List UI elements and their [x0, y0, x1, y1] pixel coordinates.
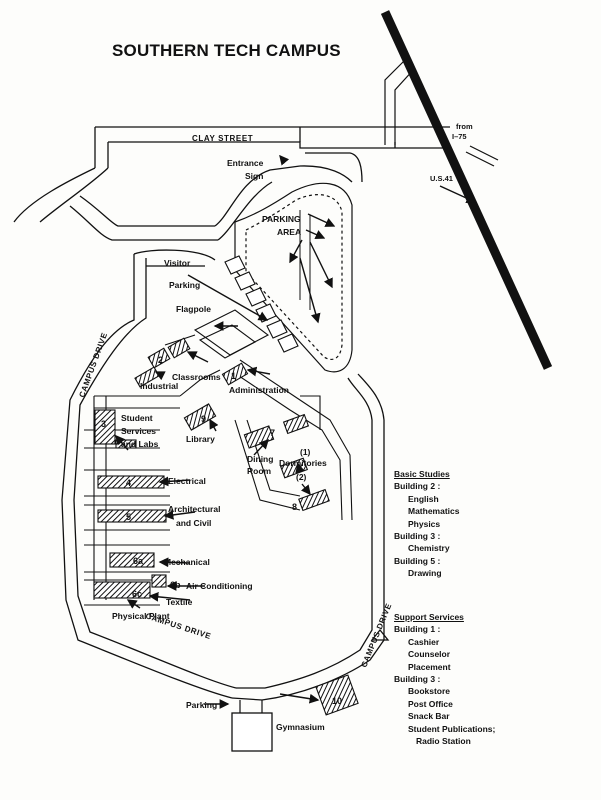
legend-bs-building-3: Building 3 : [394, 531, 441, 542]
textile-label: Textile [166, 597, 193, 607]
air-conditioning-label: Air Conditioning [186, 581, 253, 591]
building-number-1: 1 [231, 371, 236, 381]
industrial-label: Industrial [140, 381, 178, 391]
buildings [93, 337, 359, 716]
south-parking-lot [231, 712, 273, 752]
campus-drive-east-label: CAMPUS DRIVE [360, 602, 394, 669]
entrance-sign-label-1: Entrance [227, 158, 264, 168]
visitor-parking-label-1: Visitor [164, 258, 191, 268]
building-number-10: 10 [332, 696, 342, 706]
building-2-block-b [167, 337, 191, 359]
legend-ss-cashier: Cashier [408, 636, 440, 647]
physical-plant-label: Physical Plant [112, 611, 170, 621]
legend-basic-studies: Basic Studies Building 2 : English Mathe… [394, 468, 460, 580]
legend-bs-building-5: Building 5 : [394, 555, 441, 566]
building-5-block [97, 509, 167, 523]
legend-ss-counselor: Counselor [408, 649, 451, 660]
building-9-block [183, 403, 217, 431]
legend-bs-english: English [408, 493, 439, 504]
building-number-6a: 6a [133, 556, 144, 566]
legend-ss-placement: Placement [408, 661, 451, 672]
student-services-label-3: and Labs [121, 439, 159, 449]
arch-civil-label-1: Architectural [168, 504, 220, 514]
legend-support-services: Support Services Building 1 : Cashier Co… [394, 611, 495, 747]
library-label: Library [186, 434, 215, 444]
visitor-parking-stalls [224, 255, 299, 353]
legend-bs-drawing: Drawing [408, 568, 442, 579]
building-number-5: 5 [126, 512, 131, 522]
student-services-label-1: Student [121, 413, 153, 423]
legend-bs-mathematics: Mathematics [408, 506, 460, 517]
highway-i75 [380, 10, 553, 370]
us41-label: U.S.41 [430, 174, 453, 183]
visitor-parking-label-2: Parking [169, 280, 200, 290]
building-number-3: 3 [101, 419, 106, 429]
clay-street-label: CLAY STREET [192, 134, 253, 143]
legend-basic-studies-heading: Basic Studies [394, 469, 450, 479]
classrooms-label: Classrooms [172, 372, 221, 382]
building-number-9: 9 [201, 414, 206, 424]
from-i75-label-2: I–75 [452, 132, 467, 141]
building-3-block [94, 409, 116, 445]
building-number-8: 8 [292, 502, 297, 512]
map-title: SOUTHERN TECH CAMPUS [112, 41, 341, 60]
gymnasium-label: Gymnasium [276, 722, 325, 732]
i75-ramp [384, 59, 499, 167]
legend-ss-post-office: Post Office [408, 698, 453, 709]
building-number-6c: 6c [132, 589, 142, 599]
legend-ss-building-1: Building 1 : [394, 624, 441, 635]
building-number-4: 4 [126, 478, 131, 488]
legend-bs-building-2: Building 2 : [394, 481, 441, 492]
legend-ss-radio-station: Radio Station [416, 736, 471, 747]
building-6b-block [151, 574, 167, 588]
building-number-2: 2 [158, 355, 163, 365]
clay-street-road [94, 126, 450, 168]
legend-support-services-heading: Support Services [394, 612, 464, 622]
electrical-label: Electrical [168, 476, 206, 486]
legend-ss-building-3: Building 3 : [394, 674, 441, 685]
legend-bs-chemistry: Chemistry [408, 543, 450, 554]
north-approach-road [13, 152, 363, 241]
legend-ss-student-publications: Student Publications; [408, 723, 496, 734]
building-number-7: 7 [270, 428, 275, 438]
building-2-block [147, 347, 171, 369]
building-number-6b: 6b [170, 580, 181, 590]
parking-area-label-1: PARKING [262, 214, 301, 224]
building-8-block [298, 488, 330, 512]
parking-area-label-2: AREA [277, 227, 301, 237]
building-6c-block [93, 581, 151, 599]
building-10-block [315, 674, 359, 716]
dining-room-label-2: Room [247, 466, 272, 476]
legend-ss-snack-bar: Snack Bar [408, 711, 450, 722]
building-6a-block [109, 552, 155, 568]
mechanical-label: Mechanical [164, 557, 210, 567]
administration-label: Administration [229, 385, 289, 395]
legend-bs-physics: Physics [408, 518, 441, 529]
legend-ss-bookstore: Bookstore [408, 686, 451, 697]
student-services-label-2: Services [121, 426, 156, 436]
building-7-block-b [282, 413, 310, 435]
building-1-block [221, 362, 249, 386]
parking-label: Parking [186, 700, 217, 710]
dining-room-label-1: Dining [247, 454, 273, 464]
flagpole-label: Flagpole [176, 304, 211, 314]
from-i75-label-1: from [456, 122, 473, 131]
dormitories-label-1: (1) [300, 447, 311, 457]
campus-drive-road [61, 249, 390, 701]
dormitories-label-3: (2) [296, 472, 307, 482]
entrance-sign-label-2: Sign [245, 171, 263, 181]
arch-civil-label-2: and Civil [176, 518, 211, 528]
dormitories-label-2: Dormitories [279, 458, 327, 468]
pointer-arrows [115, 154, 477, 709]
